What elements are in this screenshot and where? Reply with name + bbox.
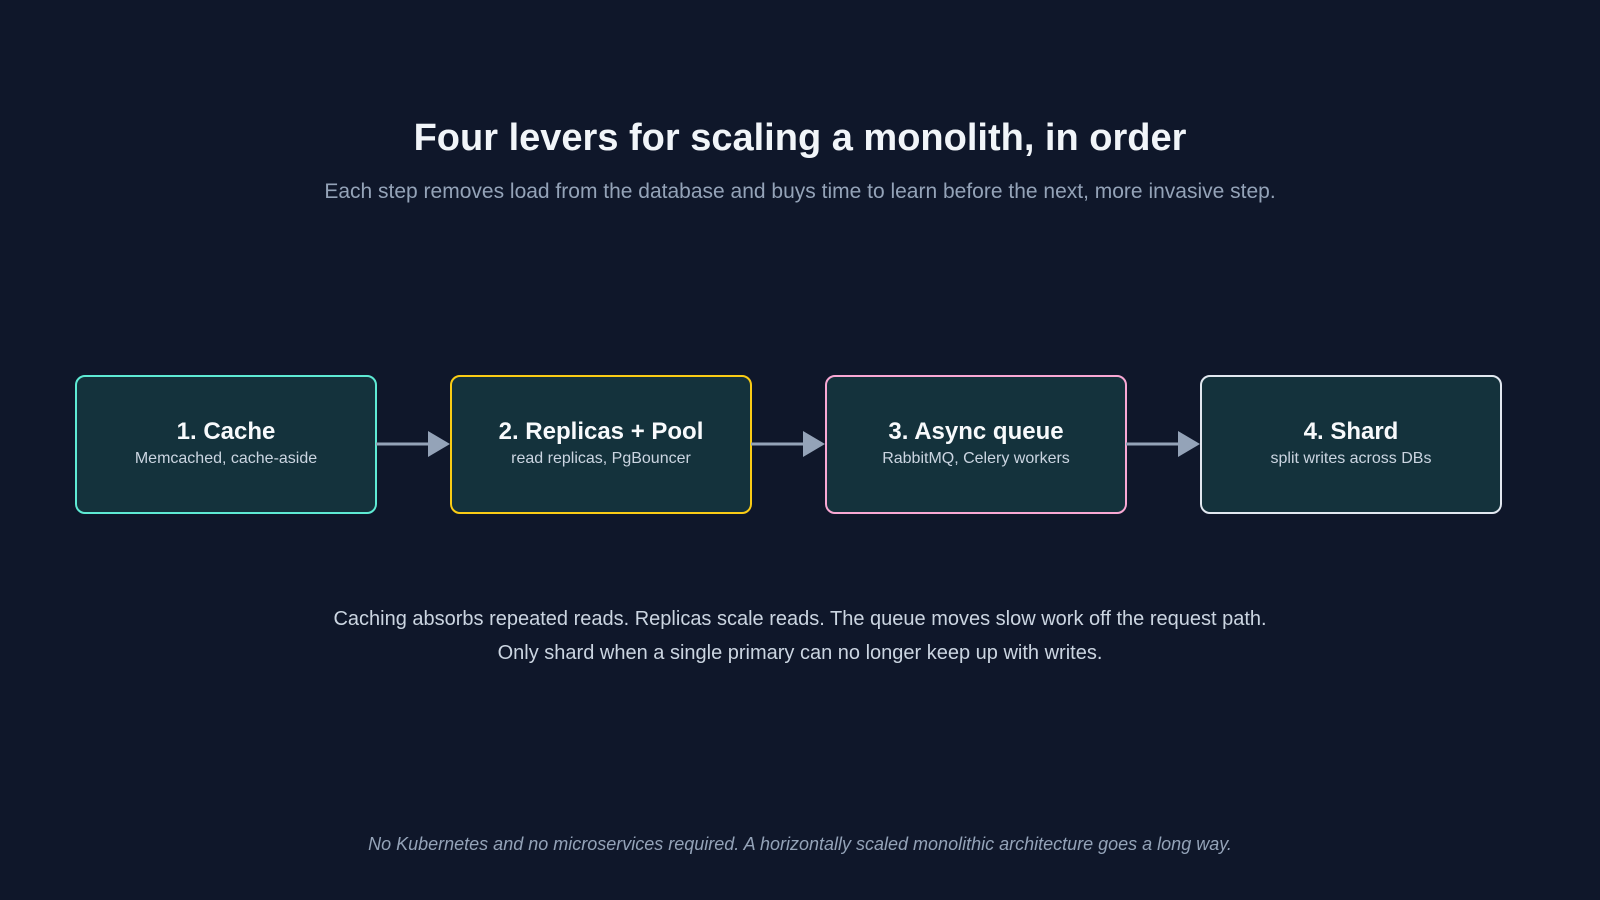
caption-line-2: Only shard when a single primary can no …	[497, 642, 1103, 664]
footnote: No Kubernetes and no microservices requi…	[368, 834, 1232, 854]
arrow-head	[1178, 431, 1200, 457]
diagram-subtitle: Each step removes load from the database…	[324, 180, 1276, 203]
step-title: 2. Replicas + Pool	[498, 417, 704, 445]
step-title: 1. Cache	[176, 417, 276, 445]
step-box-async-queue: 3. Async queue RabbitMQ, Celery workers	[825, 375, 1127, 514]
arrow-icon	[751, 431, 825, 457]
arrow-icon	[376, 431, 450, 457]
step-subtitle: split writes across DBs	[1270, 449, 1432, 467]
step-subtitle: read replicas, PgBouncer	[511, 449, 691, 467]
arrow-head	[803, 431, 825, 457]
step-title: 3. Async queue	[888, 417, 1064, 445]
step-box-shard: 4. Shard split writes across DBs	[1200, 375, 1502, 514]
arrow-head	[428, 431, 450, 457]
step-subtitle: RabbitMQ, Celery workers	[882, 449, 1070, 467]
diagram-title: Four levers for scaling a monolith, in o…	[413, 117, 1187, 159]
arrow-icon	[1126, 431, 1200, 457]
step-box-replicas-pool: 2. Replicas + Pool read replicas, PgBoun…	[450, 375, 752, 514]
step-subtitle: Memcached, cache-aside	[134, 449, 318, 467]
step-box-cache: 1. Cache Memcached, cache-aside	[75, 375, 377, 514]
caption-line-1: Caching absorbs repeated reads. Replicas…	[333, 608, 1267, 630]
step-title: 4. Shard	[1303, 417, 1399, 445]
